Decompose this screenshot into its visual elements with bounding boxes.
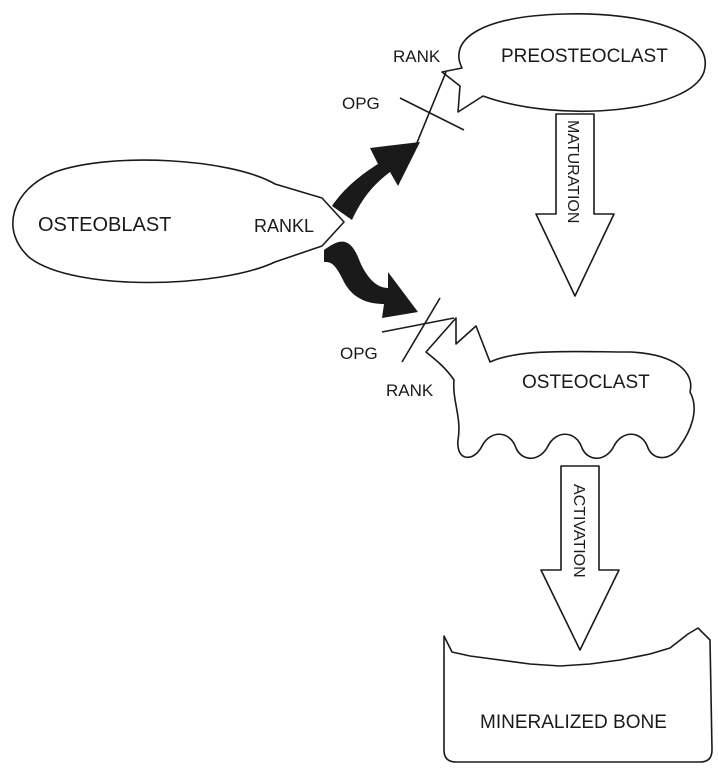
activation-label: ACTIVATION xyxy=(570,484,587,578)
opg-block-symbol-top xyxy=(399,71,465,151)
activation-arrow: ACTIVATION xyxy=(540,465,620,651)
preosteoclast-label: PREOSTEOCLAST xyxy=(501,46,668,67)
opg-label-top: OPG xyxy=(342,94,380,113)
mineralized-bone: MINERALIZED BONE xyxy=(443,627,713,763)
curved-arrow-down xyxy=(324,241,418,318)
osteoblast-cell: OSTEOBLAST RANKL xyxy=(12,159,345,284)
osteoclast-body xyxy=(425,317,695,460)
opg-label-bottom: OPG xyxy=(340,344,378,363)
rankl-label: RANKL xyxy=(254,216,314,236)
osteoclast-label: OSTEOCLAST xyxy=(522,372,650,393)
osteoclast-cell: OSTEOCLAST xyxy=(425,317,695,460)
preosteoclast-body xyxy=(441,13,707,113)
rank-label-top: RANK xyxy=(393,47,441,66)
rank-label-bottom: RANK xyxy=(386,381,434,400)
osteoblast-body xyxy=(12,159,345,284)
preosteoclast-cell: PREOSTEOCLAST xyxy=(441,13,707,113)
mineralized-bone-label: MINERALIZED BONE xyxy=(480,712,667,733)
curved-arrow-up xyxy=(332,142,420,220)
osteoblast-label: OSTEOBLAST xyxy=(38,214,171,236)
maturation-label: MATURATION xyxy=(564,120,581,223)
bone-body xyxy=(443,627,713,763)
maturation-arrow: MATURATION xyxy=(535,113,615,297)
opg-block-symbol-bottom xyxy=(381,297,455,363)
